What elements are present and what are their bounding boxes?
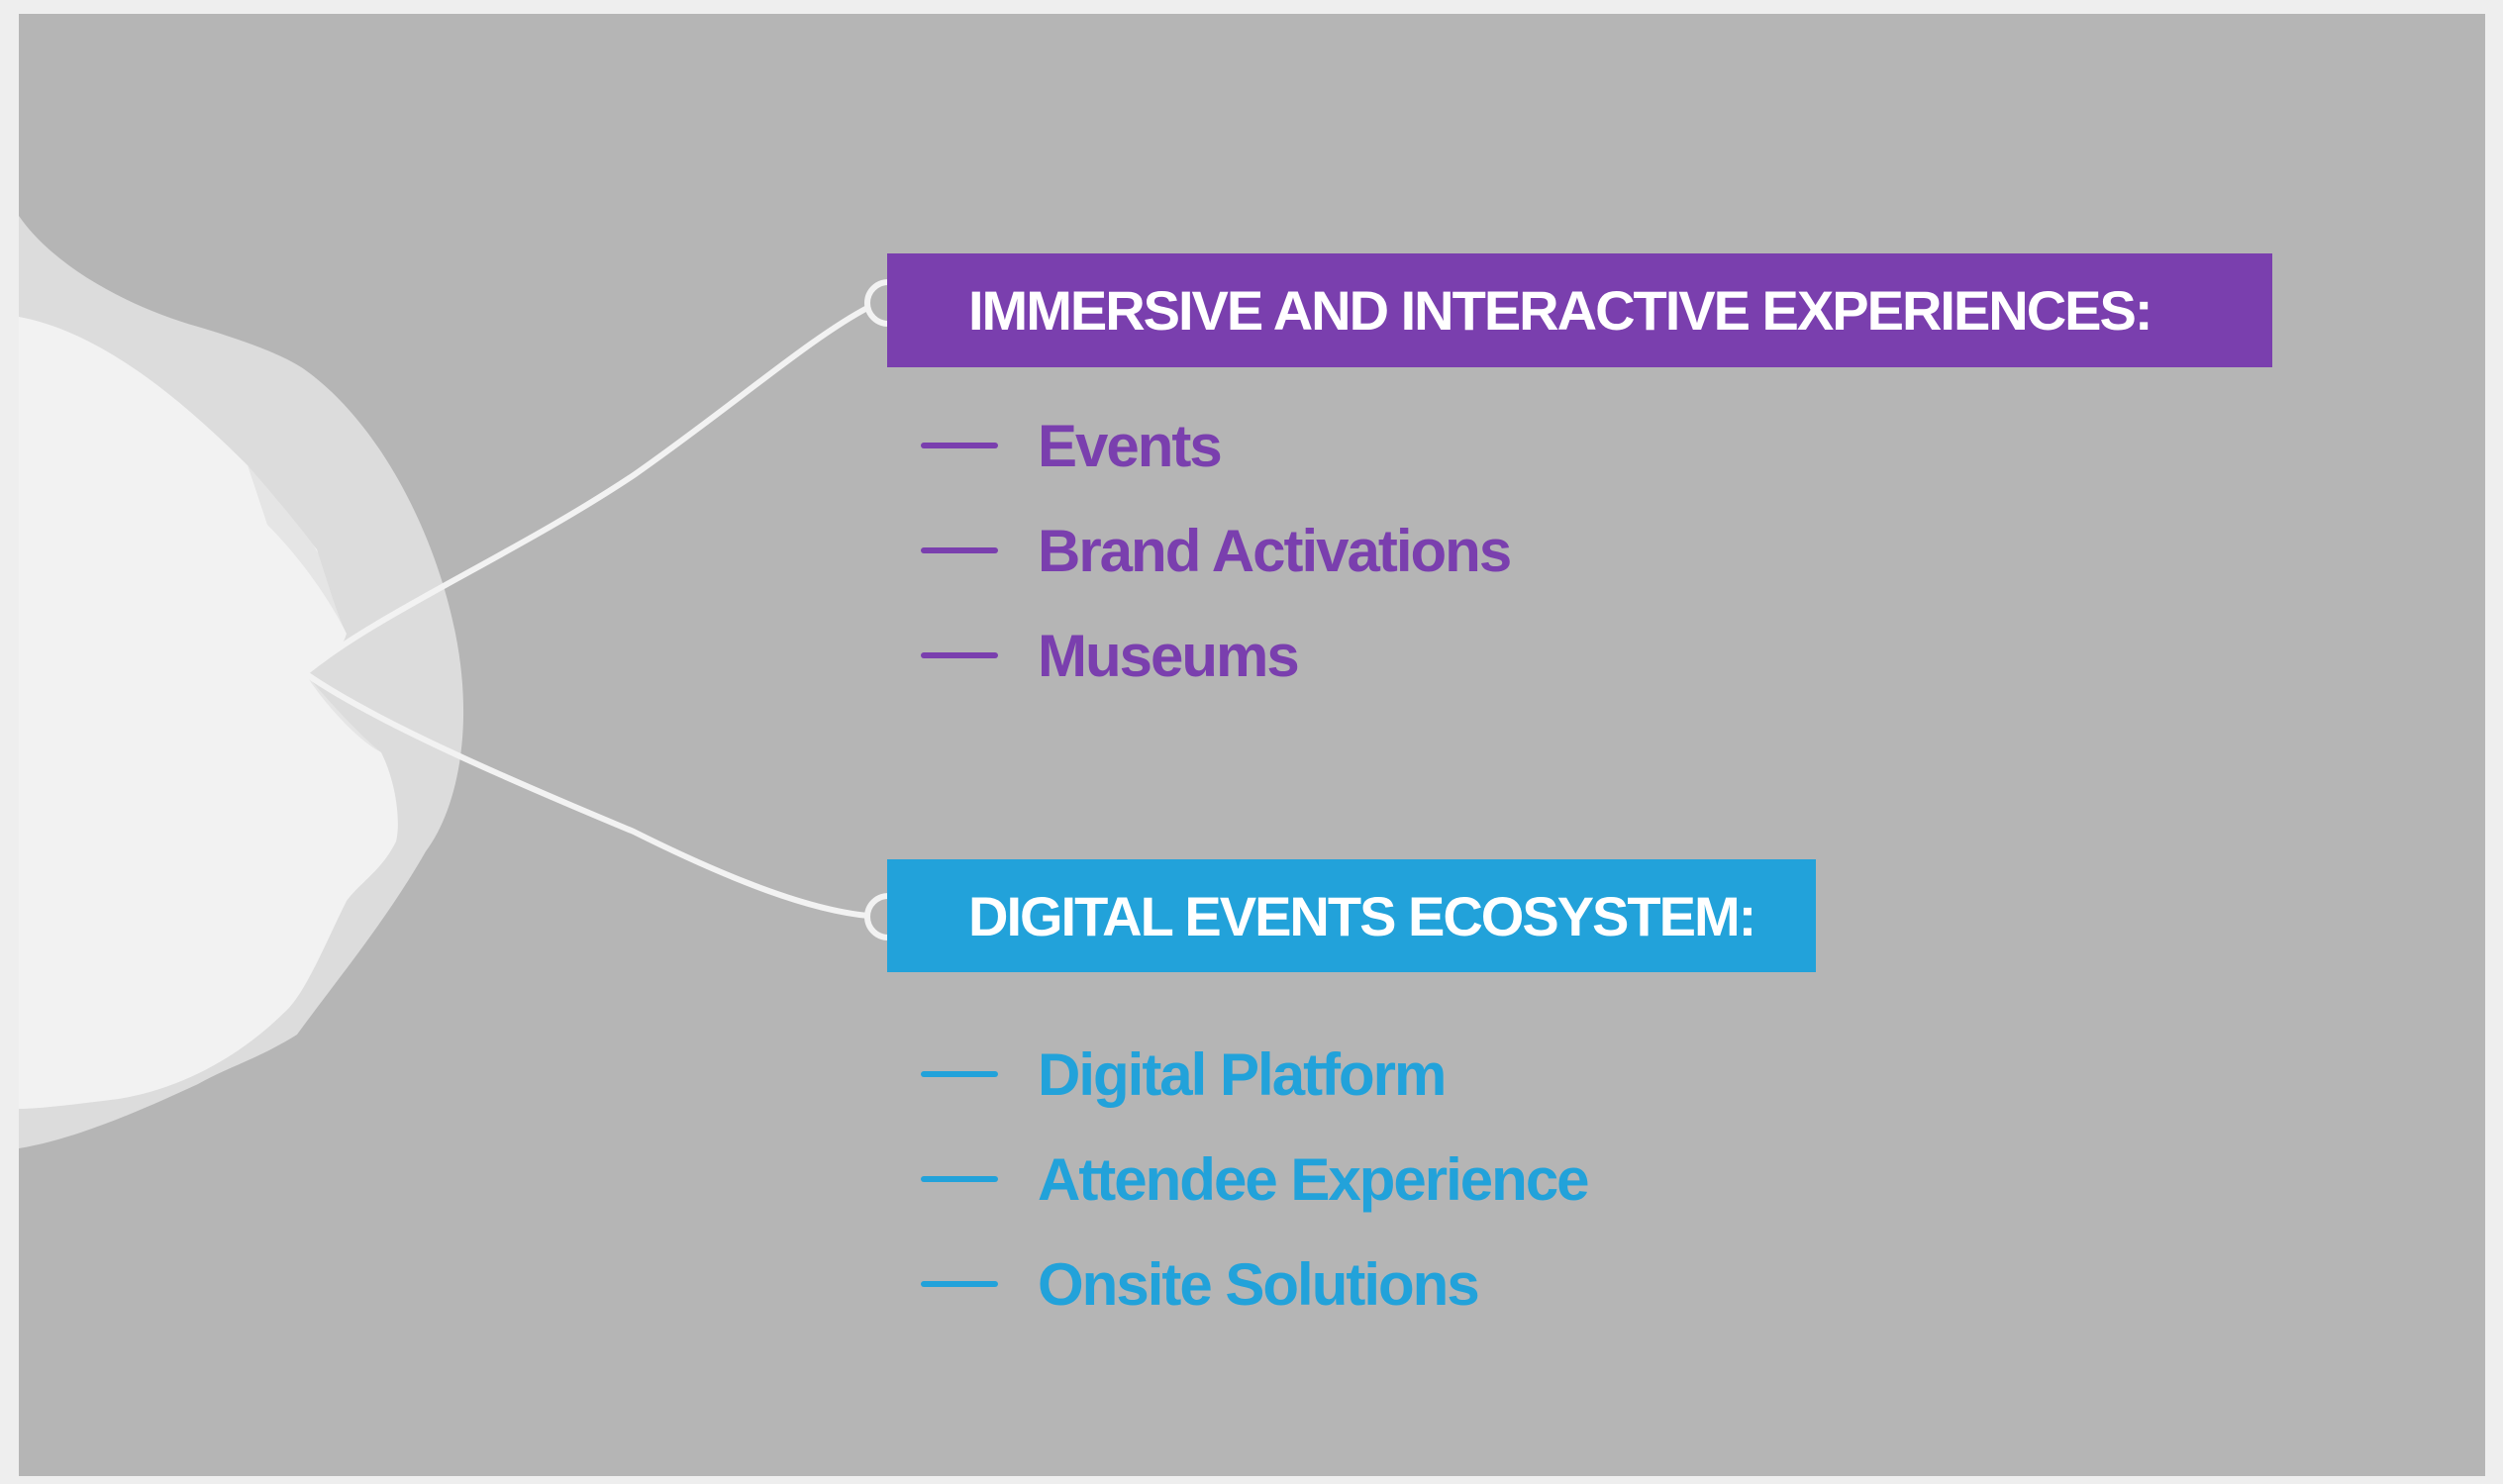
- section-list-digital: Digital Platform Attendee Experience Ons…: [921, 1022, 1590, 1336]
- list-item: Museums: [921, 603, 1510, 708]
- section-title: IMMERSIVE AND INTERACTIVE EXPERIENCES:: [968, 279, 2153, 342]
- list-item-label: Digital Platform: [1038, 1040, 1447, 1108]
- blob-mid-shape: [248, 465, 381, 752]
- list-item-label: Attendee Experience: [1038, 1145, 1590, 1213]
- list-item: Attendee Experience: [921, 1127, 1590, 1232]
- list-item-label: Museums: [1038, 622, 1300, 689]
- dash-icon: [921, 443, 998, 448]
- connector-line-top: [303, 304, 871, 676]
- dash-icon: [921, 547, 998, 553]
- list-item: Events: [921, 393, 1510, 498]
- dash-icon: [921, 652, 998, 658]
- connector-line-bottom: [303, 670, 870, 919]
- dash-icon: [921, 1176, 998, 1182]
- dash-icon: [921, 1281, 998, 1287]
- list-item: Brand Activations: [921, 498, 1512, 603]
- section-list-immersive: Events Brand Activations Museums: [921, 393, 1512, 708]
- list-item-label: Brand Activations: [1038, 517, 1512, 584]
- section-title: DIGITAL EVENTS ECOSYSTEM:: [968, 884, 1756, 947]
- blob-inner-shape: [19, 317, 398, 1109]
- dash-icon: [921, 1071, 998, 1077]
- list-item: Onsite Solutions: [921, 1232, 1588, 1336]
- list-item: Digital Platform: [921, 1022, 1588, 1127]
- section-header-immersive: IMMERSIVE AND INTERACTIVE EXPERIENCES:: [887, 253, 2272, 367]
- list-item-label: Events: [1038, 412, 1223, 479]
- list-item-label: Onsite Solutions: [1038, 1250, 1480, 1318]
- section-header-digital: DIGITAL EVENTS ECOSYSTEM:: [887, 859, 1816, 972]
